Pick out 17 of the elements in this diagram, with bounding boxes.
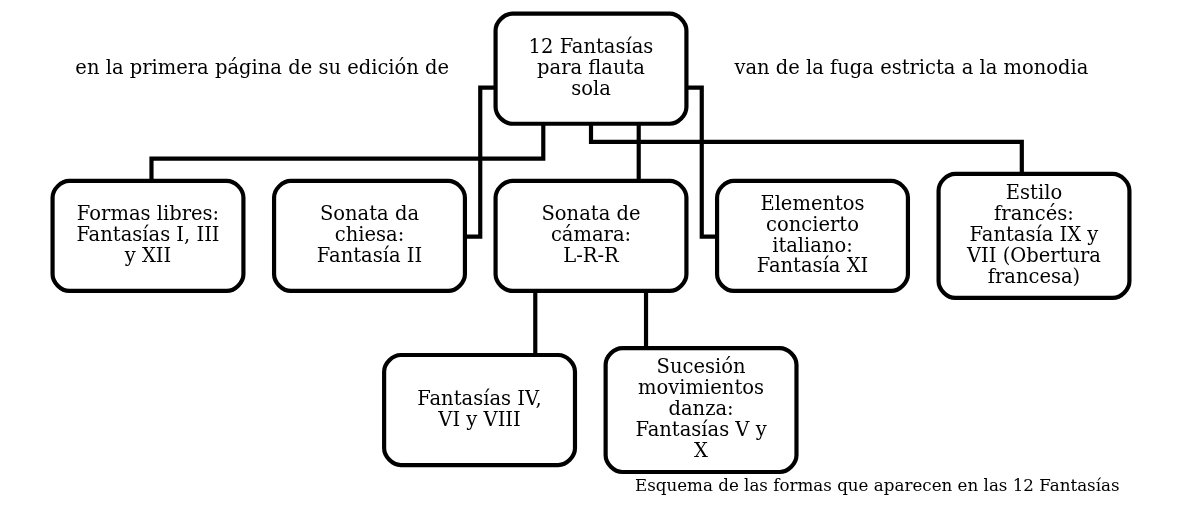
node-box: Fantasías IV, VI y VIII	[382, 352, 578, 468]
connector	[643, 291, 649, 349]
connector	[588, 123, 1024, 174]
connector	[465, 85, 496, 239]
node-box: Elementos concierto italiano: Fantasía XI	[715, 178, 910, 293]
connector	[533, 291, 538, 355]
connector	[686, 85, 717, 239]
caption: Esquema de las formas que aparecen en las 12 Fantasías	[634, 474, 1120, 495]
node-box: Sonata de cámara: L-R-R	[493, 178, 689, 293]
node-box: Formas libres: Fantasías I, III y XII	[50, 178, 246, 293]
node-box: 12 Fantasías para flauta sola	[493, 11, 689, 126]
node-box: Sonata da chiesa: Fantasía II	[272, 178, 467, 293]
connector	[636, 123, 641, 181]
node-box: Estilo francés: Fantasía IX y VII (Obertura francesa)	[936, 171, 1132, 300]
label: van de la fuga estricta a la monodia	[734, 55, 1089, 79]
node-box: Sucesión movimientos danza: Fantasías V y X	[603, 345, 799, 475]
label: en la primera página de su edición de	[75, 55, 450, 79]
